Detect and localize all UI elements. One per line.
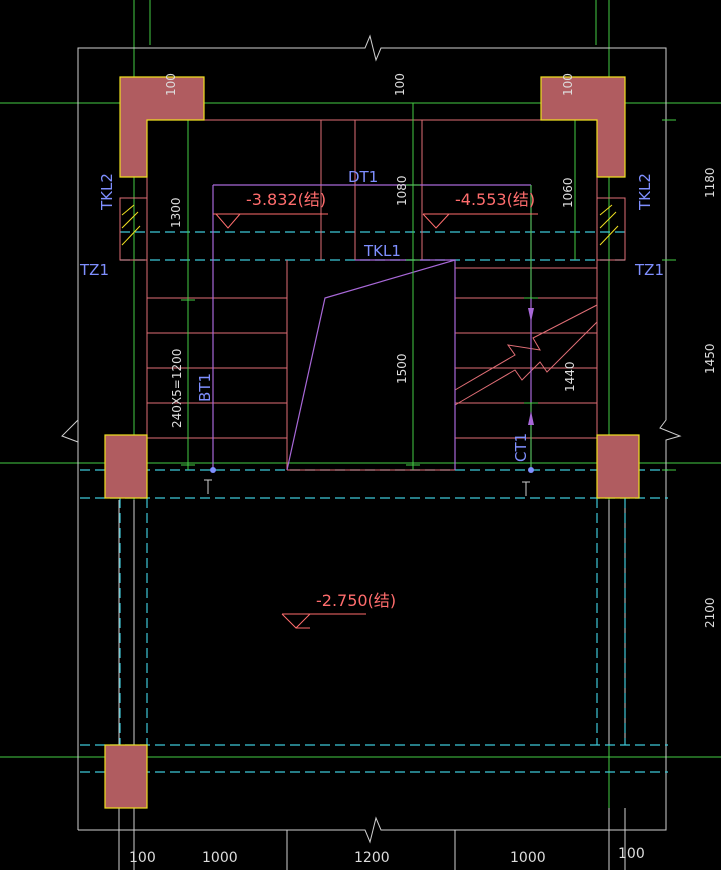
stair-lines [119, 119, 626, 471]
dim-bottom-0: 100 [129, 850, 156, 866]
dim-1500: 1500 [395, 353, 409, 384]
elevation-floor: -2.750(结) [316, 591, 396, 610]
purple-lines [212, 184, 532, 471]
label-tkl2-left: TKL2 [98, 173, 116, 211]
label-tz1-left: TZ1 [79, 261, 109, 279]
dimension-lines [181, 103, 676, 471]
dim-right-1180: 1180 [703, 167, 717, 198]
elevation-left-landing: -3.832(结) [246, 190, 326, 209]
dim-col-top-left: 100 [164, 73, 178, 96]
red-elevations: -3.832(结) -4.553(结) -2.750(结) [246, 190, 535, 610]
white-dimensions: 100 100 100 1300 1080 1060 240X5=1200 15… [129, 73, 717, 866]
dim-col-top-right: 100 [561, 73, 575, 96]
dashed-beam-lines [80, 231, 668, 773]
box-hatching [121, 204, 619, 246]
blue-labels: DT1 TKL1 TZ1 TZ1 TKL2 TKL2 BT1 CT1 [79, 168, 664, 462]
dim-1060: 1060 [561, 177, 575, 208]
column-mid-right [596, 434, 640, 499]
label-ct1: CT1 [512, 433, 530, 462]
column-bottom-left [104, 744, 148, 809]
column-mid-left [104, 434, 148, 499]
label-tz1-right: TZ1 [634, 261, 664, 279]
dim-top-center: 100 [393, 73, 407, 96]
label-tkl2-right: TKL2 [636, 173, 654, 211]
dim-1440: 1440 [563, 361, 577, 392]
column-top-right [540, 76, 626, 178]
column-top-left [119, 76, 205, 178]
dim-1080: 1080 [395, 175, 409, 206]
elevation-symbols [213, 213, 538, 629]
dim-right-1450: 1450 [703, 343, 717, 374]
label-dt1: DT1 [348, 168, 378, 186]
label-tkl1: TKL1 [363, 242, 401, 260]
dim-bottom-1: 1000 [202, 850, 238, 866]
dim-right-2100: 2100 [703, 597, 717, 628]
section-markers [204, 308, 534, 496]
columns [104, 76, 640, 809]
elevation-right-landing: -4.553(结) [455, 190, 535, 209]
dim-1300: 1300 [169, 197, 183, 228]
dim-steps: 240X5=1200 [170, 349, 184, 428]
label-bt1: BT1 [196, 373, 214, 402]
dim-bottom-2: 1200 [354, 850, 390, 866]
dim-bottom-3: 1000 [510, 850, 546, 866]
dim-bottom-4: 100 [618, 846, 645, 862]
